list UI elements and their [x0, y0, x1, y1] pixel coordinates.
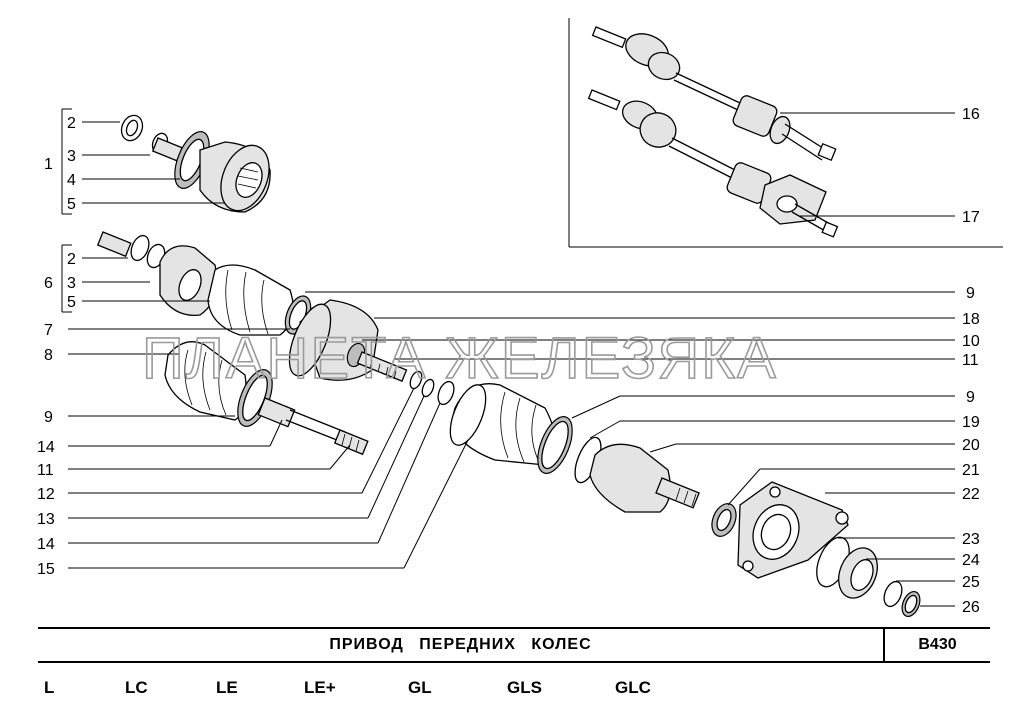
variant-glc[interactable]: GLC — [615, 678, 651, 697]
leader-lines — [68, 112, 955, 607]
callout-13: 13 — [37, 511, 55, 528]
callout-6-3: 3 — [67, 275, 76, 292]
inset-shaft-upper — [591, 26, 837, 162]
callout-1-2: 2 — [67, 115, 76, 132]
callout-6-5: 5 — [67, 294, 76, 311]
callout-22: 22 — [962, 486, 980, 503]
callout-group-1: 1 — [44, 156, 53, 173]
callout-17: 17 — [962, 209, 980, 226]
variant-lc[interactable]: LC — [125, 678, 148, 697]
inner-joint-20 — [589, 443, 700, 513]
group-6-bracket — [61, 244, 72, 313]
variant-l[interactable]: L — [44, 678, 55, 697]
rings-25-26 — [883, 580, 921, 618]
callout-1-5: 5 — [67, 196, 76, 213]
callout-11-right: 11 — [962, 352, 979, 369]
diagram-title: ПРИВОД ПЕРЕДНИХ КОЛЕС — [329, 636, 592, 653]
shaft-small-10-11 — [346, 342, 408, 382]
title-divider — [883, 629, 885, 661]
watermark: ПЛАНЕТА ЖЕЛЕЗЯКА — [142, 326, 778, 391]
shaft-14-11 — [257, 397, 369, 456]
rings-12-13-14 — [409, 370, 455, 406]
callout-15: 15 — [37, 561, 55, 578]
callout-7: 7 — [44, 322, 53, 339]
callout-numbers: 1 2 3 4 5 6 2 3 5 7 8 9 14 11 12 13 14 1… — [37, 106, 980, 616]
callout-24: 24 — [962, 552, 980, 569]
callout-6-2: 2 — [67, 251, 76, 268]
inset-frame — [568, 18, 1003, 248]
callout-21: 21 — [962, 462, 980, 479]
group-1-bracket — [61, 108, 72, 215]
callout-14-left: 14 — [37, 439, 55, 456]
callout-10: 10 — [962, 333, 980, 350]
callout-16: 16 — [962, 106, 980, 123]
group-1-leaders — [82, 121, 225, 204]
callout-14-lower: 14 — [37, 536, 55, 553]
group-6-joint — [96, 231, 294, 336]
title-bar: ПРИВОД ПЕРЕДНИХ КОЛЕС B430 — [38, 627, 990, 663]
seal-21 — [711, 503, 737, 537]
variant-le-plus[interactable]: LE+ — [304, 678, 336, 697]
clamp-9-right — [537, 416, 573, 474]
diagram-code: B430 — [918, 636, 957, 653]
bearing-24 — [838, 547, 878, 599]
group-6-leaders — [82, 257, 210, 302]
variant-le[interactable]: LE — [216, 678, 238, 697]
variant-gls[interactable]: GLS — [507, 678, 542, 697]
callout-9-left: 9 — [44, 409, 53, 426]
group-1-joint — [120, 114, 271, 213]
variant-list: L LC LE LE+ GL GLS GLC — [0, 676, 1013, 700]
callout-23: 23 — [962, 531, 980, 548]
inset-shaft-lower — [587, 89, 839, 238]
callout-9-right-lower: 9 — [966, 389, 975, 406]
callout-group-6: 6 — [44, 275, 53, 292]
callout-12: 12 — [37, 486, 55, 503]
callout-26: 26 — [962, 599, 980, 616]
callout-8: 8 — [44, 347, 53, 364]
callout-1-3: 3 — [67, 148, 76, 165]
housing-22 — [737, 481, 849, 579]
callout-1-4: 4 — [67, 172, 76, 189]
variant-gl[interactable]: GL — [408, 678, 432, 697]
callout-18: 18 — [962, 311, 980, 328]
callout-11-left: 11 — [37, 462, 54, 479]
boot-15 — [449, 383, 556, 466]
callout-19: 19 — [962, 414, 980, 431]
callout-25: 25 — [962, 574, 980, 591]
callout-9-right-upper: 9 — [966, 285, 975, 302]
callout-20: 20 — [962, 437, 980, 454]
